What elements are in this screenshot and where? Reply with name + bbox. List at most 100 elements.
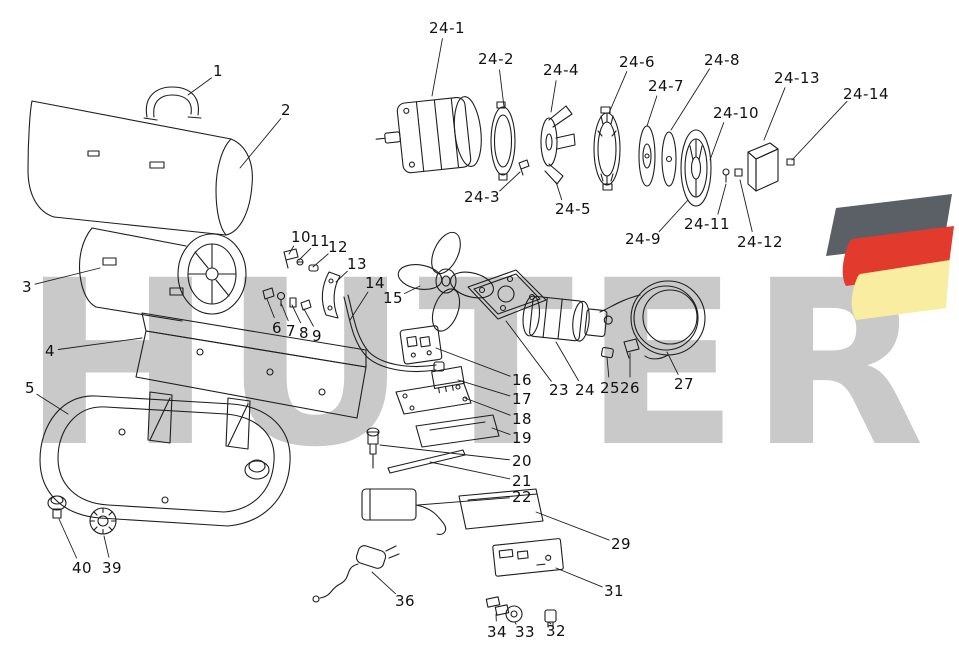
- leader-line-40: [58, 518, 78, 559]
- spark-plug-20: [366, 427, 380, 469]
- part-label-24-3: 24-3: [463, 188, 501, 206]
- board-18: [395, 380, 472, 415]
- cable-coil-27: [599, 280, 706, 360]
- part-label-33: 33: [514, 623, 536, 641]
- leader-line-24-6: [608, 71, 628, 114]
- part-label-22: 22: [511, 488, 533, 506]
- junction-box-16: [399, 325, 443, 365]
- leader-line-12: [312, 253, 329, 268]
- part-label-24: 24: [574, 381, 596, 399]
- switch-32: [544, 609, 557, 628]
- bottom-panel: [135, 312, 367, 419]
- leader-lines: [34, 38, 848, 625]
- part-label-23: 23: [548, 381, 570, 399]
- fan: [397, 231, 495, 332]
- part-label-24-8: 24-8: [703, 51, 741, 69]
- plate-19: [415, 414, 500, 448]
- leader-line-1: [187, 77, 212, 96]
- cap-40: [47, 495, 67, 519]
- leader-line-13: [335, 270, 348, 283]
- part-label-9: 9: [311, 327, 323, 345]
- transformer-22: [361, 488, 447, 535]
- leader-line-14: [349, 291, 369, 321]
- part-label-5: 5: [24, 379, 36, 397]
- fuses-34: [485, 596, 510, 616]
- bracket-13: [321, 271, 341, 319]
- leader-line-24-2: [499, 69, 505, 108]
- part-label-24-1: 24-1: [428, 19, 466, 37]
- part-label-7: 7: [285, 322, 297, 340]
- leader-line-18: [464, 397, 511, 416]
- part-label-21: 21: [511, 472, 533, 490]
- bolt-24-11: [722, 168, 730, 183]
- leader-line-24-3: [499, 171, 521, 192]
- motor-pump-24: [522, 295, 613, 342]
- knob-39: [89, 507, 117, 535]
- leader-line-25: [606, 356, 610, 378]
- leader-line-20: [379, 444, 510, 461]
- leader-line-24-14: [791, 100, 848, 161]
- leader-line-22: [417, 497, 510, 506]
- pcb-17: [431, 365, 465, 394]
- leader-line-11: [298, 247, 312, 261]
- inner-shell: [78, 227, 247, 322]
- leader-line-21: [429, 461, 511, 480]
- part-label-8: 8: [298, 324, 310, 342]
- huter-logo: [826, 194, 954, 320]
- clip-26: [623, 338, 640, 359]
- part-label-14: 14: [364, 274, 386, 292]
- part-label-31: 31: [603, 582, 625, 600]
- leader-line-29: [535, 511, 610, 541]
- handle: [143, 86, 202, 121]
- clip-24-3: [518, 159, 530, 176]
- part-label-12: 12: [327, 238, 349, 256]
- part-label-24-2: 24-2: [477, 50, 515, 68]
- leader-line-24-11: [717, 183, 727, 215]
- disc-24-8: [661, 131, 677, 187]
- part-label-24-14: 24-14: [842, 85, 890, 103]
- part-label-24-7: 24-7: [647, 77, 685, 95]
- part-label-24-5: 24-5: [554, 200, 592, 218]
- leader-line-24-5: [555, 181, 563, 201]
- part-label-24-10: 24-10: [712, 104, 760, 122]
- part-label-25: 25: [599, 379, 621, 397]
- outer-shell: [27, 100, 253, 236]
- ring-24-6: [593, 106, 621, 191]
- leader-line-24-10: [709, 122, 725, 161]
- spacer-24-14: [786, 158, 795, 166]
- base-tank: [39, 391, 291, 527]
- small-parts-10-12: [283, 248, 319, 272]
- leader-line-39: [103, 535, 110, 558]
- leader-line-36: [371, 571, 396, 595]
- power-cord-36: [312, 545, 400, 603]
- leader-line-24: [555, 341, 579, 382]
- leader-line-24-4: [550, 80, 557, 113]
- leader-line-24-7: [646, 95, 658, 127]
- leader-line-6: [266, 298, 275, 319]
- motor-24-1: [375, 96, 482, 174]
- cap-33: [505, 605, 523, 623]
- part-label-4: 4: [44, 342, 56, 360]
- leader-line-9: [303, 308, 314, 327]
- part-label-6: 6: [271, 319, 283, 337]
- part-label-3: 3: [21, 278, 33, 296]
- part-label-29: 29: [610, 535, 632, 553]
- part-label-27: 27: [673, 375, 695, 393]
- part-label-24-4: 24-4: [542, 61, 580, 79]
- connector-25: [600, 346, 614, 359]
- leader-line-17: [457, 379, 511, 397]
- leader-line-32: [548, 621, 552, 625]
- leader-line-8: [291, 304, 302, 324]
- part-label-16: 16: [511, 371, 533, 389]
- leader-line-10: [288, 245, 295, 255]
- wheel-24-9: [680, 129, 712, 207]
- part-label-39: 39: [101, 559, 123, 577]
- leader-line-16: [435, 347, 511, 377]
- part-label-10: 10: [290, 228, 312, 246]
- part-label-15: 15: [382, 289, 404, 307]
- part-label-17: 17: [511, 390, 533, 408]
- leader-line-27: [666, 351, 679, 375]
- leader-line-24-9: [658, 199, 689, 233]
- part-label-20: 20: [511, 452, 533, 470]
